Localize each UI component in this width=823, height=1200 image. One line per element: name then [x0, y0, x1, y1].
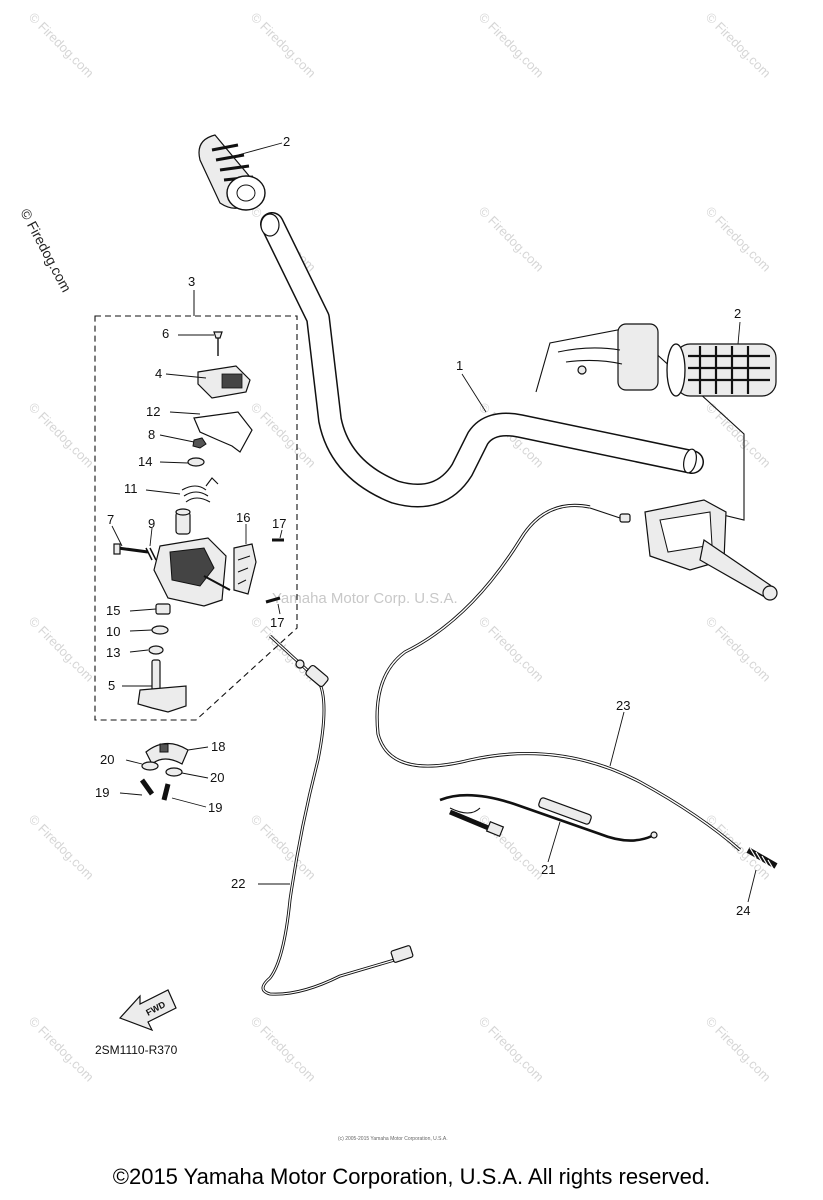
watermark: © Firedog.com: [248, 1014, 319, 1085]
watermark: © Firedog.com: [26, 614, 97, 685]
callout-18: 18: [211, 739, 225, 754]
fwd-arrow: FWD: [118, 989, 177, 1032]
callout-11: 11: [124, 481, 138, 496]
leader-lines: [111, 142, 757, 903]
callout-6: 6: [162, 326, 169, 341]
watermark: © Firedog.com: [703, 1014, 774, 1085]
callout-21: 21: [541, 862, 555, 877]
callout-2-left: 2: [283, 134, 290, 149]
callout-24: 24: [736, 903, 750, 918]
watermark: © Firedog.com: [26, 812, 97, 883]
watermark: © Firedog.com: [476, 10, 547, 81]
callout-19-right: 19: [208, 800, 222, 815]
watermark: © Firedog.com: [703, 204, 774, 275]
throttle-assembly-box: [94, 290, 298, 721]
callout-3: 3: [188, 274, 195, 289]
watermark: © Firedog.com: [248, 10, 319, 81]
watermark: © Firedog.com: [476, 204, 547, 275]
fine-print: (c) 2005-2015 Yamaha Motor Corporation, …: [338, 1136, 448, 1142]
watermark: © Firedog.com: [26, 400, 97, 471]
callout-5: 5: [108, 678, 115, 693]
callout-22: 22: [231, 876, 245, 891]
callout-8: 8: [148, 427, 155, 442]
handlebar: [260, 212, 704, 508]
spring-24: [746, 847, 778, 871]
callout-17-bottom: 17: [270, 615, 284, 630]
watermark: © Firedog.com: [703, 10, 774, 81]
watermark: © Firedog.com: [476, 812, 547, 883]
callout-14: 14: [138, 454, 152, 469]
callout-10: 10: [106, 624, 120, 639]
callout-7: 7: [107, 512, 114, 527]
watermark: © Firedog.com: [248, 812, 319, 883]
cable-21: [439, 793, 658, 842]
callout-2-right: 2: [734, 306, 741, 321]
callout-9: 9: [148, 516, 155, 531]
watermark: © Firedog.com: [703, 614, 774, 685]
grip-right-assembly: [535, 323, 777, 521]
diagram-code: 2SM1110-R370: [95, 1043, 178, 1057]
callout-20-left: 20: [100, 752, 114, 767]
callout-16: 16: [236, 510, 250, 525]
cable-23: [375, 503, 742, 852]
watermark-center: Yamaha Motor Corp. U.S.A.: [272, 590, 458, 607]
watermark-side: © Firedog.com: [17, 206, 74, 295]
copyright-footer: ©2015 Yamaha Motor Corporation, U.S.A. A…: [112, 1164, 711, 1189]
callouts: 1 2 2 3 4 5 6 7 8 9 10 11 12 13 14 15 16…: [95, 134, 750, 918]
callout-1: 1: [456, 358, 463, 373]
watermark: © Firedog.com: [703, 400, 774, 471]
clamp-assembly: [139, 742, 189, 801]
watermark: © Firedog.com: [26, 10, 97, 81]
callout-12: 12: [146, 404, 160, 419]
watermark: © Firedog.com: [476, 1014, 547, 1085]
callout-4: 4: [155, 366, 162, 381]
cable-22: [261, 634, 414, 996]
brake-lever-right: [589, 499, 778, 601]
watermark: © Firedog.com: [248, 400, 319, 471]
callout-13: 13: [106, 645, 120, 660]
callout-15: 15: [106, 603, 120, 618]
callout-17-top: 17: [272, 516, 286, 531]
callout-23: 23: [616, 698, 630, 713]
watermark: © Firedog.com: [26, 1014, 97, 1085]
callout-19-left: 19: [95, 785, 109, 800]
callout-20-right: 20: [210, 770, 224, 785]
grip-left: [198, 134, 266, 211]
watermark: © Firedog.com: [476, 614, 547, 685]
